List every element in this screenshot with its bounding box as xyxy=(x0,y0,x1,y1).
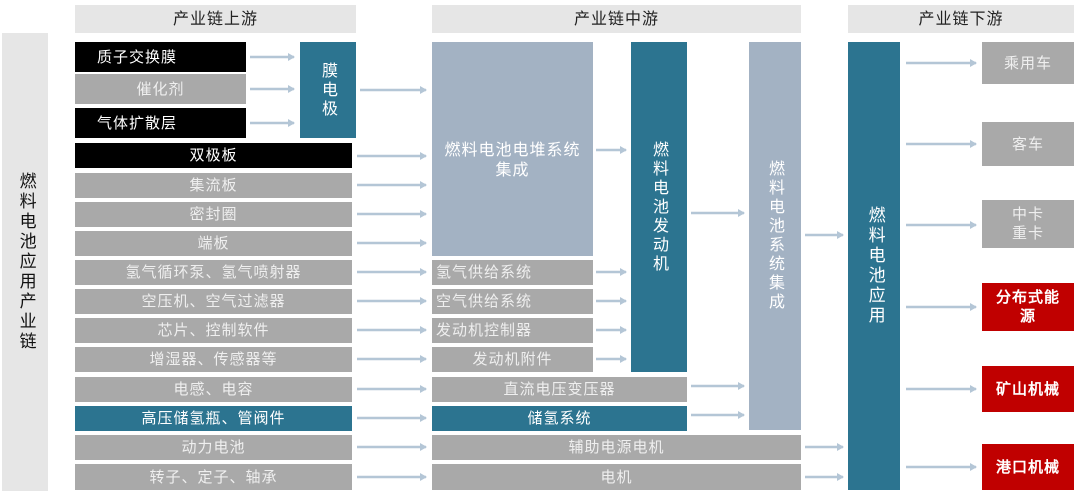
header-midstream: 产业链中游 xyxy=(432,5,801,33)
stack-integration: 燃料电池电堆系统集成 xyxy=(432,42,593,256)
subsystem-accessories: 发动机附件 xyxy=(432,347,593,372)
system-integration: 燃料电池系统集成 xyxy=(749,42,801,430)
fc-engine: 燃料电池发动机 xyxy=(631,42,687,372)
bipolar-plate: 双极板 xyxy=(75,143,352,168)
upstream-item-3: 氢气循环泵、氢气喷射器 xyxy=(75,260,352,285)
upstream-item-2: 端板 xyxy=(75,231,352,256)
upstream-item-8: 高压储氢瓶、管阀件 xyxy=(75,406,352,431)
subsystem-hydrogen: 氢气供给系统 xyxy=(432,260,593,285)
upstream-item-6: 增湿器、传感器等 xyxy=(75,347,352,372)
mea-box: 膜电极 xyxy=(300,42,356,138)
header-downstream: 产业链下游 xyxy=(848,5,1074,33)
header-upstream: 产业链上游 xyxy=(75,5,356,33)
dcdc-converter: 直流电压变压器 xyxy=(432,377,687,402)
aux-power-motor: 辅助电源电机 xyxy=(432,435,801,460)
mea-part-membrane: 质子交换膜 xyxy=(75,42,246,72)
mea-part-catalyst: 催化剂 xyxy=(75,74,246,104)
upstream-item-9: 动力电池 xyxy=(75,435,352,460)
subsystem-controller: 发动机控制器 xyxy=(432,318,593,343)
h2-storage-system: 储氢系统 xyxy=(432,406,687,431)
app-passenger-car: 乘用车 xyxy=(982,42,1074,84)
side-label: 燃料电池应用产业链 xyxy=(2,33,48,491)
upstream-item-0: 集流板 xyxy=(75,173,352,198)
app-truck: 中卡 重卡 xyxy=(982,200,1074,248)
app-mining-machinery: 矿山机械 xyxy=(982,366,1074,412)
upstream-item-5: 芯片、控制软件 xyxy=(75,318,352,343)
upstream-item-7: 电感、电容 xyxy=(75,377,352,402)
motor: 电机 xyxy=(432,464,801,490)
fc-application: 燃料电池应用 xyxy=(848,42,900,490)
mea-part-gdl: 气体扩散层 xyxy=(75,108,246,138)
app-port-machinery: 港口机械 xyxy=(982,444,1074,490)
upstream-item-10: 转子、定子、轴承 xyxy=(75,464,352,490)
app-distributed-energy: 分布式能源 xyxy=(982,283,1074,331)
upstream-item-4: 空压机、空气过滤器 xyxy=(75,289,352,314)
subsystem-air: 空气供给系统 xyxy=(432,289,593,314)
app-bus: 客车 xyxy=(982,122,1074,166)
upstream-item-1: 密封圈 xyxy=(75,202,352,227)
